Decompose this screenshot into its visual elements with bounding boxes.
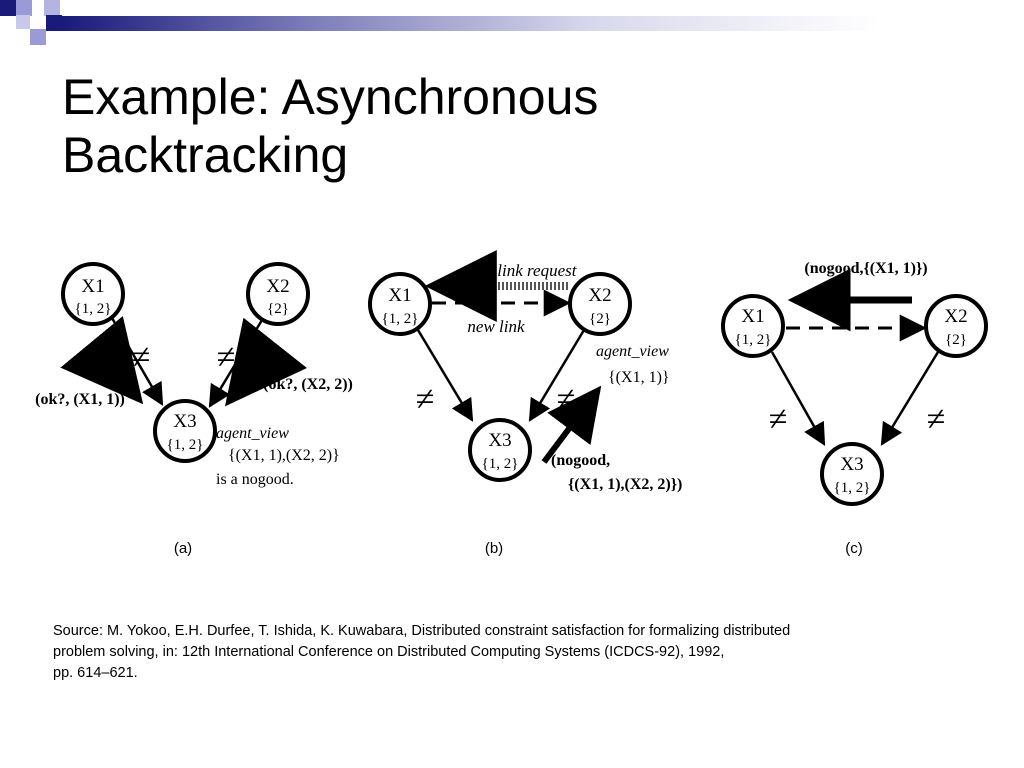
- deco-square-navy: [46, 15, 62, 31]
- caption-b: (b): [485, 540, 503, 557]
- neq-symbol: ≠: [927, 401, 946, 438]
- node-domain: {2}: [589, 311, 611, 327]
- node-domain: {2}: [945, 332, 967, 348]
- node-label: X1: [81, 276, 104, 297]
- add-link-request-label: add link request: [468, 261, 578, 280]
- panel-a: X1 {1, 2} X2 {2} X3 {1, 2} ≠ ≠ (ok?, (X1…: [35, 262, 353, 557]
- async-backtracking-diagram: X1 {1, 2} X2 {2} X3 {1, 2} ≠ ≠ (ok?, (X1…: [35, 250, 988, 557]
- neq-symbol: ≠: [217, 339, 236, 376]
- nogood-message: (nogood,{(X1, 1)}): [804, 260, 927, 277]
- deco-gradient-bar: [62, 16, 1024, 31]
- node-domain: {1, 2}: [75, 301, 112, 317]
- node-x3: [468, 418, 532, 482]
- neq-symbol: ≠: [132, 339, 151, 376]
- node-domain: {1, 2}: [167, 437, 204, 453]
- panel-b: X1 {1, 2} X2 {2} X3 {1, 2} add link requ…: [368, 250, 682, 557]
- agent-view-value: {(X1, 1),(X2, 2)}: [228, 447, 340, 464]
- constraint-edge: [416, 329, 474, 422]
- constraint-edge: [528, 329, 586, 422]
- source-line-2: problem solving, in: 12th International …: [53, 644, 725, 660]
- nogood-line-1: (nogood,: [551, 452, 610, 469]
- title-line-1: Example: Asynchronous: [62, 69, 599, 125]
- agent-view-value: {(X1, 1)}: [608, 369, 670, 386]
- nogood-line-2: {(X1, 1),(X2, 2)}): [568, 476, 682, 493]
- agent-view-label: agent_view: [216, 425, 289, 442]
- node-domain: {2}: [267, 301, 289, 317]
- node-x3: [153, 399, 217, 463]
- node-x2: [924, 294, 988, 358]
- neq-symbol: ≠: [769, 401, 788, 438]
- node-label: X2: [588, 285, 611, 306]
- slide-title: Example: Asynchronous Backtracking: [62, 68, 822, 184]
- deco-square-light: [44, 0, 60, 16]
- node-label: X3: [173, 411, 196, 432]
- source-line-3: pp. 614–621.: [53, 665, 138, 681]
- deco-square-light: [16, 0, 32, 16]
- constraint-edge: [880, 351, 940, 446]
- nogood-arrow: [541, 385, 602, 464]
- node-domain: {1, 2}: [382, 311, 419, 327]
- ok-message-right: (ok?, (X2, 2)): [263, 376, 353, 393]
- agent-view-label: agent_view: [596, 343, 669, 360]
- nogood-note: is a nogood.: [216, 471, 294, 488]
- deco-square-light: [16, 15, 30, 29]
- title-line-2: Backtracking: [62, 127, 349, 183]
- message-arrow: [60, 316, 144, 405]
- node-x1: [721, 294, 785, 358]
- node-label: X1: [741, 306, 764, 327]
- node-label: X2: [944, 306, 967, 327]
- deco-square-navy: [0, 0, 16, 16]
- node-x3: [820, 442, 884, 506]
- ok-message-left: (ok?, (X1, 1)): [35, 391, 125, 408]
- panel-c: (nogood,{(X1, 1)}) X1 {1, 2} X2 {2} X3 {…: [721, 260, 988, 557]
- node-label: X1: [388, 285, 411, 306]
- source-line-1: Source: M. Yokoo, E.H. Durfee, T. Ishida…: [53, 623, 791, 639]
- node-domain: {1, 2}: [482, 456, 519, 472]
- constraint-edge: [770, 351, 826, 446]
- node-label: X3: [488, 430, 511, 451]
- caption-c: (c): [845, 540, 863, 557]
- deco-square-light: [30, 29, 46, 45]
- source-citation: Source: M. Yokoo, E.H. Durfee, T. Ishida…: [53, 621, 953, 684]
- node-label: X2: [266, 276, 289, 297]
- node-label: X3: [840, 454, 863, 475]
- neq-symbol: ≠: [557, 381, 576, 418]
- new-link-label: new link: [467, 317, 525, 336]
- node-domain: {1, 2}: [834, 480, 871, 496]
- node-domain: {1, 2}: [735, 332, 772, 348]
- caption-a: (a): [174, 540, 192, 557]
- neq-symbol: ≠: [416, 381, 435, 418]
